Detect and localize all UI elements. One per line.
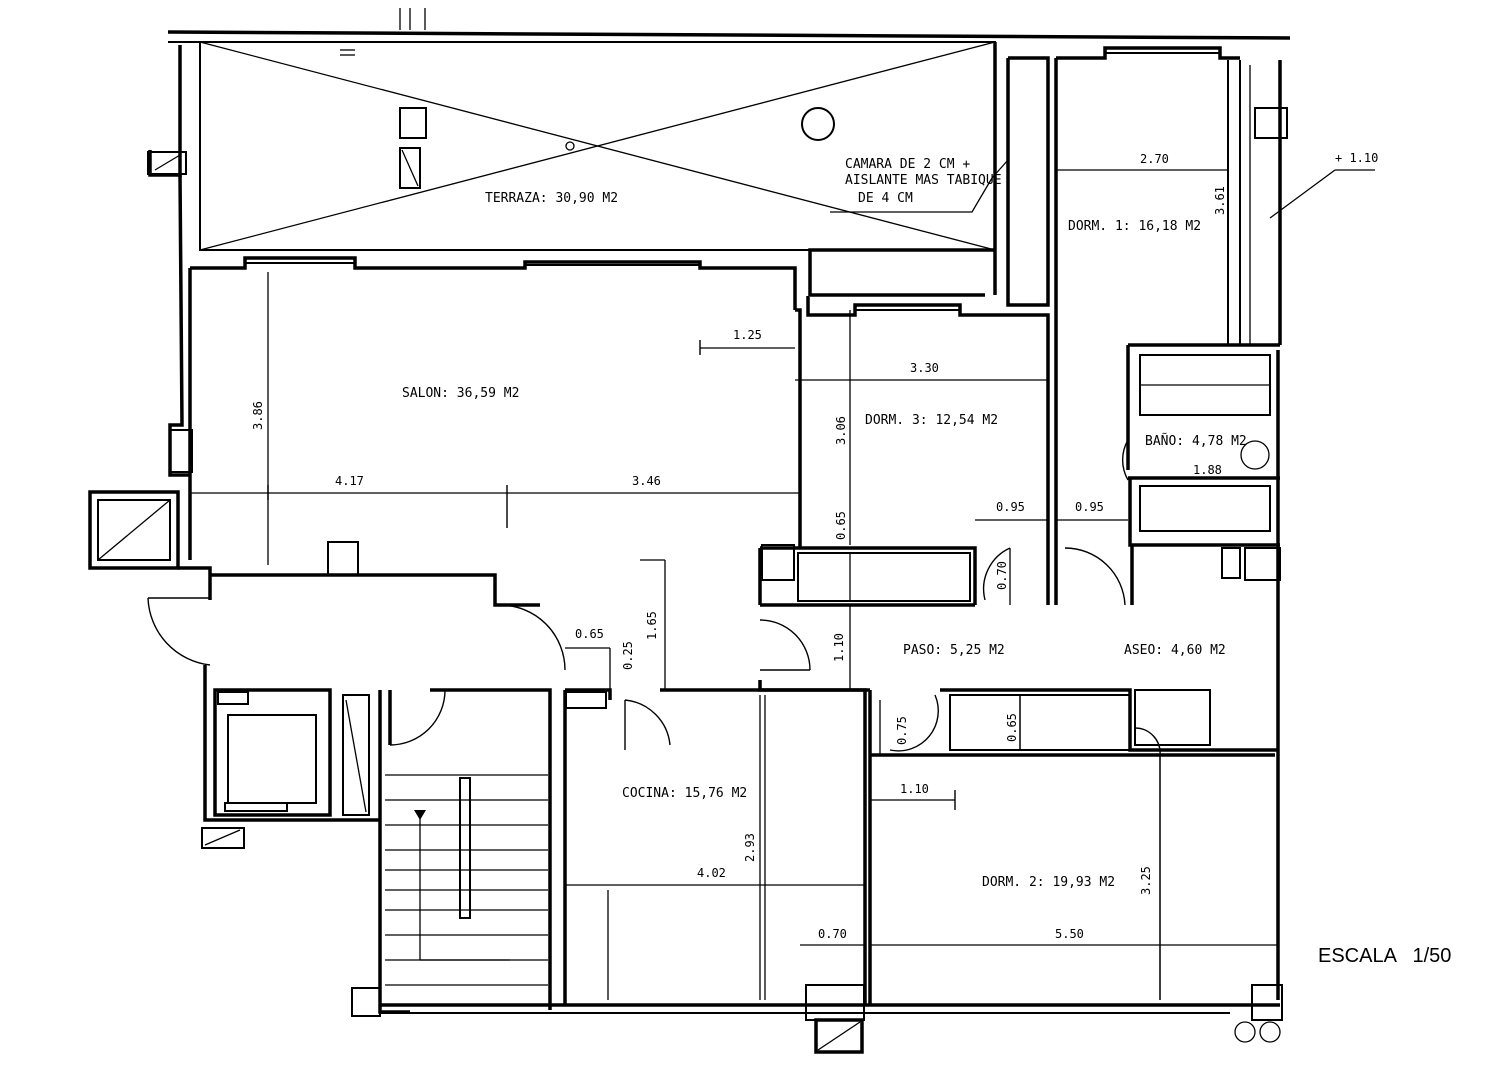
- dim-0-65-c: 0.65: [1005, 713, 1019, 742]
- dim-0-75: 0.75: [895, 716, 909, 745]
- dim-1-65: 1.65: [645, 611, 659, 640]
- room-label-salon: SALON: 36,59 M2: [402, 386, 519, 401]
- room-label-paso: PASO: 5,25 M2: [903, 643, 1005, 658]
- dim-1-10-a: 1.10: [832, 633, 846, 662]
- dimension-lines: [190, 60, 1375, 1000]
- dim-1-25: 1.25: [733, 328, 762, 342]
- dim-3-61: 3.61: [1213, 186, 1227, 215]
- scale-label: ESCALA 1/50: [1318, 945, 1451, 967]
- dim-0-25: 0.25: [621, 641, 635, 670]
- level-mark: + 1.10: [1335, 151, 1378, 165]
- dim-2-93: 2.93: [743, 833, 757, 862]
- stairs: [385, 774, 548, 986]
- dim-1-88: 1.88: [1193, 463, 1222, 477]
- room-label-aseo: ASEO: 4,60 M2: [1124, 643, 1226, 658]
- interior-walls: [147, 42, 1281, 1005]
- dim-3-30: 3.30: [910, 361, 939, 375]
- dim-2-70: 2.70: [1140, 152, 1169, 166]
- dim-0-65-a: 0.65: [834, 511, 848, 540]
- room-label-dorm3: DORM. 3: 12,54 M2: [865, 413, 998, 428]
- dim-4-17: 4.17: [335, 474, 364, 488]
- dim-5-50: 5.50: [1055, 927, 1084, 941]
- terrace: [199, 41, 1009, 251]
- room-label-bano: BAÑO: 4,78 M2: [1145, 433, 1247, 449]
- dim-3-46: 3.46: [632, 474, 661, 488]
- room-label-cocina: COCINA: 15,76 M2: [622, 786, 747, 801]
- dimension-labels: 2.70 3.61 1.25 3.30 3.86 3.06 4.17 3.46 …: [251, 152, 1227, 941]
- dim-0-65-b: 0.65: [575, 627, 604, 641]
- room-labels: TERRAZA: 30,90 M2 SALON: 36,59 M2 DORM. …: [402, 191, 1247, 890]
- dim-0-70-a: 0.70: [995, 561, 1009, 590]
- dim-3-06: 3.06: [834, 416, 848, 445]
- wall-note: CAMARA DE 2 CM + AISLANTE MAS TABIQUE DE…: [845, 151, 1378, 206]
- note-line-3: DE 4 CM: [858, 191, 913, 206]
- dim-0-95-b: 0.95: [1075, 500, 1104, 514]
- dim-3-25: 3.25: [1139, 866, 1153, 895]
- room-label-dorm2: DORM. 2: 19,93 M2: [982, 875, 1115, 890]
- door-swings: [147, 439, 1161, 756]
- dim-0-70-b: 0.70: [818, 927, 847, 941]
- dim-0-95-a: 0.95: [996, 500, 1025, 514]
- exterior-walls: [88, 8, 1291, 1054]
- dim-4-02: 4.02: [697, 866, 726, 880]
- room-label-terraza: TERRAZA: 30,90 M2: [485, 191, 618, 206]
- note-line-2: AISLANTE MAS TABIQUE: [845, 173, 1002, 188]
- note-line-1: CAMARA DE 2 CM +: [845, 157, 970, 172]
- dim-3-86: 3.86: [251, 401, 265, 430]
- room-label-dorm1: DORM. 1: 16,18 M2: [1068, 219, 1201, 234]
- dim-1-10-b: 1.10: [900, 782, 929, 796]
